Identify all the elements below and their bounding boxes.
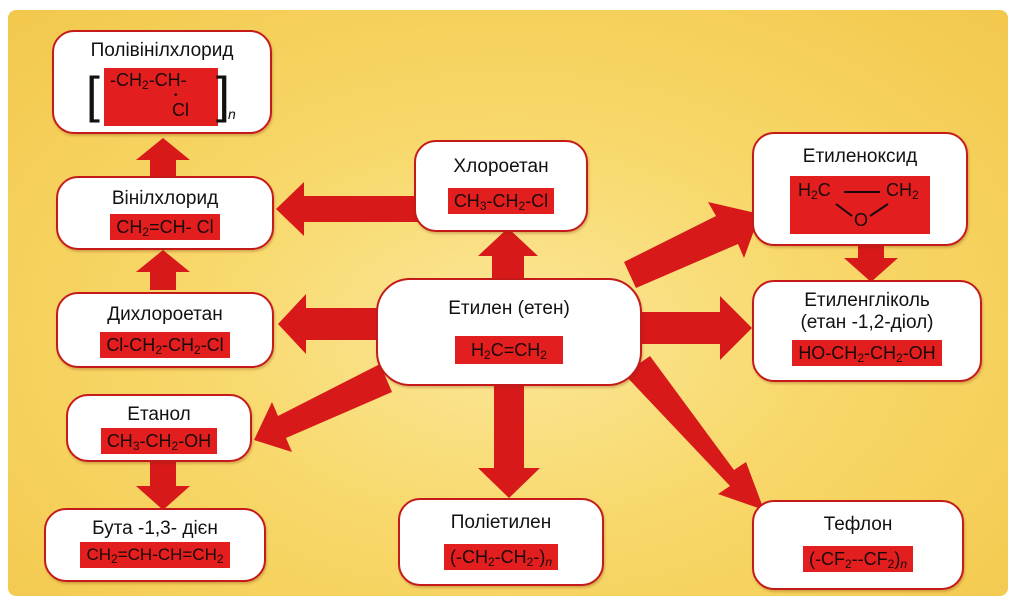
node-ethyleneglycol: Етиленгліколь (етан -1,2-діол) HO-CH2-CH… (752, 280, 982, 382)
node-formula: CH3-CH2-Cl (447, 188, 555, 214)
pvc-chain: -CH2-CH- (110, 70, 187, 92)
node-title: Поліетилен (450, 512, 552, 533)
node-butadiene: Бута -1,3- дієн CH2=CH-CH=CH2 (44, 508, 266, 582)
node-formula: CH2=CH- Cl (110, 214, 220, 240)
node-title: Етиленоксид (802, 146, 918, 167)
epoxide-ring-bonds (835, 203, 889, 217)
arrow-dichloroethane-to-vinylchloride (136, 250, 190, 290)
arrow-chloroethane-to-vinylchloride (276, 182, 420, 236)
open-bracket: [ (86, 67, 100, 123)
node-formula: HO-CH2-CH2-OH (792, 340, 942, 366)
node-polyethylene: Поліетилен (-CH2-CH2-)n (398, 498, 604, 586)
arrow-ethylene-to-polyethylene (478, 384, 540, 498)
arrow-ethanol-to-butadiene (136, 456, 190, 510)
node-formula: (-CH2-CH2-)n (443, 544, 559, 570)
epoxide-right-group: CH2 (886, 180, 919, 202)
arrow-ethylene-to-ethanol (254, 364, 392, 452)
node-formula: CH2=CH-CH=CH2 (80, 542, 230, 568)
node-formula: (-CF2--CF2)n (802, 546, 914, 572)
node-title: Дихлороетан (107, 304, 223, 325)
node-formula: H2C=CH2 (455, 336, 563, 364)
node-teflon: Тефлон (-CF2--CF2)n (752, 500, 964, 590)
node-formula: Cl-CH2-CH2-Cl (100, 332, 230, 358)
node-title: Вінілхлорид (111, 188, 219, 209)
node-formula: CH3-CH2-OH (100, 428, 218, 454)
epoxide-oxygen: O (854, 210, 869, 230)
arrow-ethylene-to-dichloroethane (278, 294, 378, 354)
arrow-vinylchloride-to-pvc (136, 138, 190, 178)
node-title: Етилен (етен) (448, 298, 570, 319)
node-title: Етанол (127, 404, 191, 425)
arrow-ethylene-to-chloroethane (478, 228, 538, 278)
ethyleneoxide-formula: H2C CH2 O (790, 176, 930, 234)
node-title: Тефлон (823, 514, 893, 535)
node-dichloroethane: Дихлороетан Cl-CH2-CH2-Cl (56, 292, 274, 368)
node-chloroethane: Хлороетан CH3-CH2-Cl (414, 140, 588, 232)
node-subtitle: (етан -1,2-діол) (800, 312, 934, 333)
pvc-formula: [ ] -CH2-CH- • Cl n (82, 66, 242, 128)
node-vinylchloride: Вінілхлорид CH2=CH- Cl (56, 176, 274, 250)
pvc-substituent: Cl (172, 100, 189, 120)
node-title: Хлороетан (453, 156, 549, 177)
arrow-ethylene-to-teflon (624, 356, 764, 510)
node-ethylene: Етилен (етен) H2C=CH2 (376, 278, 642, 386)
node-ethyleneoxide: Етиленоксид H2C CH2 O (752, 132, 968, 246)
pvc-n: n (228, 106, 236, 122)
node-polyvinylchloride: Полівінілхлорид [ ] -CH2-CH- • Cl n (52, 30, 272, 134)
epoxide-left-group: H2C (798, 180, 831, 202)
node-title: Полівінілхлорид (90, 40, 234, 61)
node-title: Етиленгліколь (804, 290, 930, 311)
node-title: Бута -1,3- дієн (92, 518, 218, 539)
formula-highlight (104, 68, 218, 126)
close-bracket: ] (216, 67, 230, 123)
node-ethanol: Етанол CH3-CH2-OH (66, 394, 252, 462)
arrow-ethylene-to-ethyleneglycol (640, 296, 752, 360)
arrow-ethylene-to-ethyleneoxide (624, 202, 760, 288)
bond-dot: • (174, 90, 178, 101)
arrow-ethyleneoxide-to-ethyleneglycol (844, 244, 898, 282)
cc-bond (844, 191, 880, 193)
